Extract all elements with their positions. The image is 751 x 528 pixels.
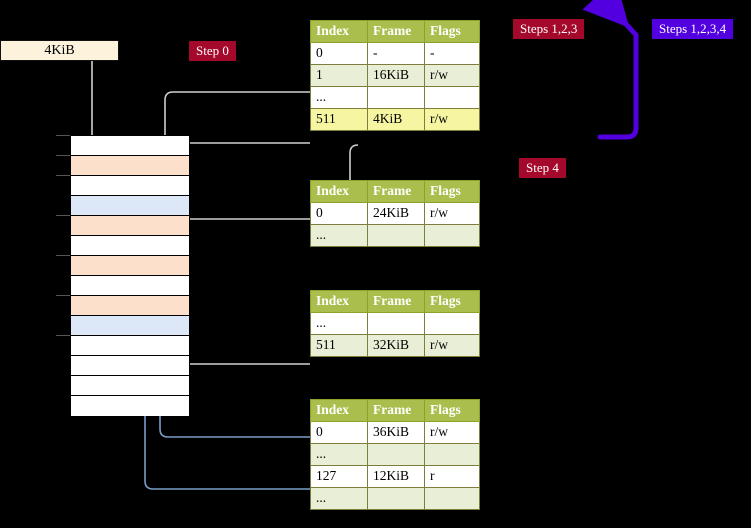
- table-cell: [424, 86, 480, 109]
- column-header-index: Index: [310, 290, 368, 313]
- table-cell: 32KiB: [367, 334, 425, 357]
- memory-frame-row: [71, 276, 189, 296]
- memory-frame-row: [71, 376, 189, 396]
- table-cell: [424, 312, 480, 335]
- table-cell: 1: [310, 64, 368, 87]
- table-cell: ...: [310, 487, 368, 510]
- table-cell: r: [424, 465, 480, 488]
- table-cell: ...: [310, 224, 368, 247]
- table-cell: [424, 443, 480, 466]
- table-cell: ...: [310, 312, 368, 335]
- memory-frame-row: [71, 216, 189, 236]
- memory-frame-row: [71, 396, 189, 416]
- memory-tick: [56, 135, 70, 136]
- badge-step-4: Step 4: [519, 158, 566, 178]
- column-header-flags: Flags: [424, 180, 480, 203]
- table-cell: r/w: [424, 202, 480, 225]
- table-cell: r/w: [424, 64, 480, 87]
- memory-tick: [56, 335, 70, 336]
- table-cell: 24KiB: [367, 202, 425, 225]
- column-header-flags: Flags: [424, 399, 480, 422]
- badge-steps-1234: Steps 1,2,3,4: [652, 19, 734, 39]
- table-cell: [367, 443, 425, 466]
- column-header-flags: Flags: [424, 20, 480, 43]
- table-cell: 511: [310, 334, 368, 357]
- memory-tick: [56, 215, 70, 216]
- table-cell: -: [424, 42, 480, 65]
- memory-frame-row: [71, 196, 189, 216]
- table-cell: r/w: [424, 334, 480, 357]
- wire-table1-to-memory: [172, 218, 310, 275]
- column-header-frame: Frame: [367, 399, 425, 422]
- table-cell: 127: [310, 465, 368, 488]
- memory-frame-row: [71, 316, 189, 336]
- table-cell: -: [367, 42, 425, 65]
- memory-frame-row: [71, 136, 189, 156]
- table-cell: r/w: [424, 421, 480, 444]
- table-cell: [367, 312, 425, 335]
- table-cell: 0: [310, 202, 368, 225]
- table-cell: [367, 487, 425, 510]
- table-cell: ...: [310, 86, 368, 109]
- badge-steps-123: Steps 1,2,3: [513, 19, 585, 39]
- table-row: ...: [310, 443, 480, 466]
- column-header-frame: Frame: [367, 180, 425, 203]
- purple-steps-arrow: [582, 0, 639, 140]
- memory-frame-row: [71, 336, 189, 356]
- table-cell: 12KiB: [367, 465, 425, 488]
- table-row: 0--: [310, 42, 480, 65]
- column-header-index: Index: [310, 180, 368, 203]
- table-cell: [424, 224, 480, 247]
- table-cell: 16KiB: [367, 64, 425, 87]
- table-cell: 511: [310, 108, 368, 131]
- column-header-frame: Frame: [367, 20, 425, 43]
- column-header-frame: Frame: [367, 290, 425, 313]
- table-cell: 36KiB: [367, 421, 425, 444]
- table-cell: 0: [310, 42, 368, 65]
- table-cell: [424, 487, 480, 510]
- memory-tick: [56, 175, 70, 176]
- table-cell: [367, 224, 425, 247]
- table-cell: 4KiB: [367, 108, 425, 131]
- table-cell: [367, 86, 425, 109]
- memory-frame-row: [71, 296, 189, 316]
- badge-step-0: Step 0: [189, 41, 236, 61]
- table-row: ...: [310, 487, 480, 510]
- memory-frame-row: [71, 256, 189, 276]
- table-row: ...: [310, 86, 480, 109]
- wire-memory-to-table2: [172, 311, 310, 365]
- memory-frame-row: [71, 356, 189, 376]
- memory-frame-row: [71, 176, 189, 196]
- memory-tick: [56, 155, 70, 156]
- memory-tick: [56, 255, 70, 256]
- memory-tick: [56, 295, 70, 296]
- page-size-box: 4KiB: [0, 40, 119, 61]
- page-size-label: 4KiB: [44, 43, 75, 58]
- column-header-flags: Flags: [424, 290, 480, 313]
- table-cell: ...: [310, 443, 368, 466]
- table-cell: 0: [310, 421, 368, 444]
- memory-frame-row: [71, 156, 189, 176]
- column-header-index: Index: [310, 20, 368, 43]
- physical-memory-column: [70, 135, 190, 416]
- table-row: ...: [310, 224, 480, 247]
- column-header-index: Index: [310, 399, 368, 422]
- memory-frame-row: [71, 236, 189, 256]
- table-row: ...: [310, 312, 480, 335]
- table-cell: r/w: [424, 108, 480, 131]
